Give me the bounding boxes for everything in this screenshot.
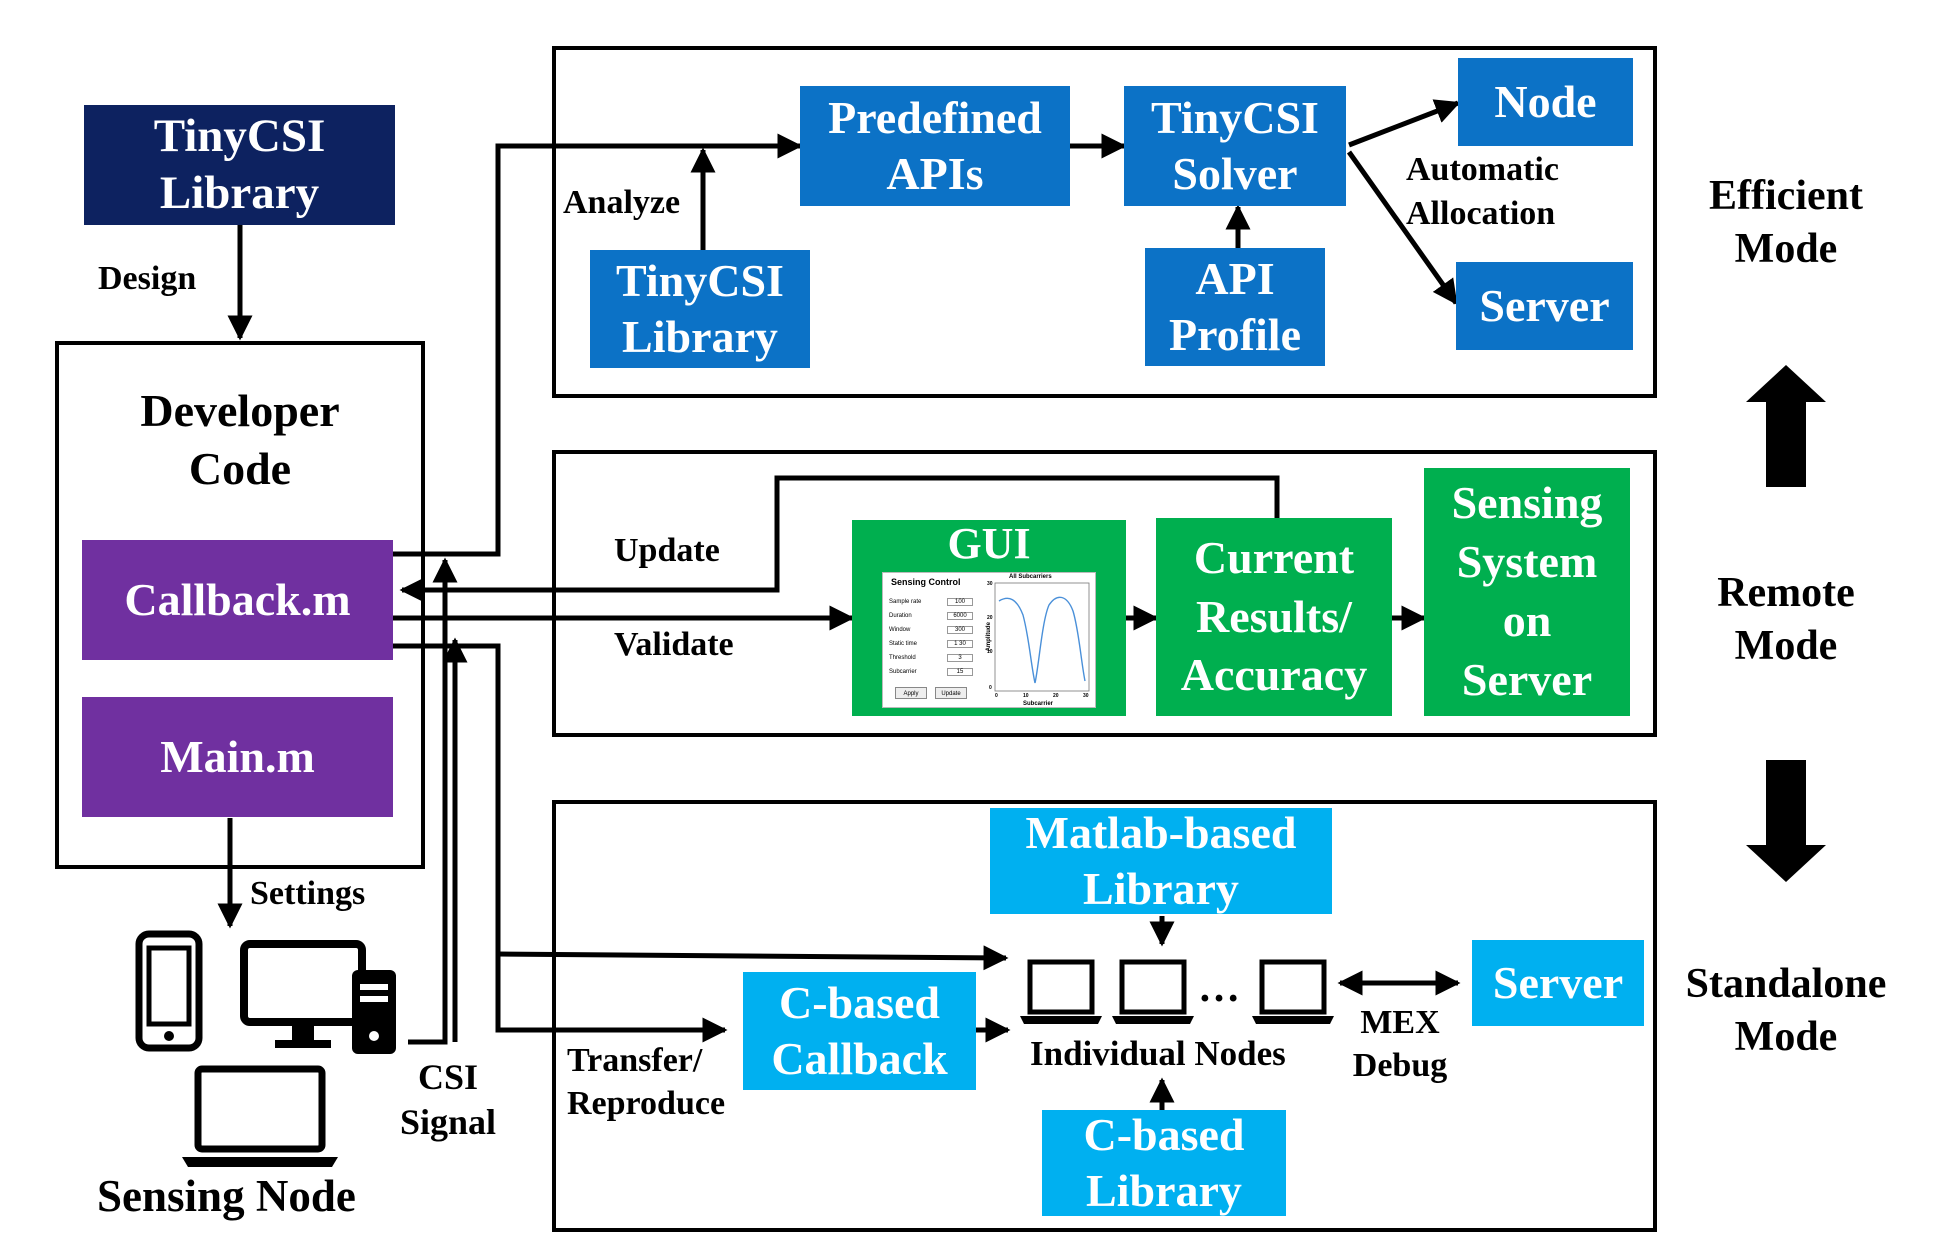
field-value-input[interactable]: 6000 <box>947 612 973 620</box>
transfer-arrow <box>393 643 728 1043</box>
apply-button[interactable]: Apply <box>895 687 927 699</box>
y-tick: 20 <box>987 615 993 621</box>
current-results-box: Current Results/ Accuracy <box>1156 518 1392 716</box>
remote-mode-frame <box>552 450 1657 737</box>
laptop-icon <box>1112 959 1194 1024</box>
c-library-box: C-based Library <box>1042 1109 1286 1216</box>
y-tick: 10 <box>987 649 993 655</box>
sensing-node-label: Sensing Node <box>97 1171 356 1221</box>
c-callback-box: C-based Callback <box>743 972 976 1090</box>
gui-screenshot-panel: Sensing Control Sample rate 100 Duration… <box>882 572 1096 708</box>
field-label: Duration <box>889 613 912 619</box>
sensing-system-box: Sensing System on Server <box>1424 468 1630 716</box>
plot-title: All Subcarriers <box>1009 574 1052 580</box>
remote-mode-label: Remote Mode <box>1717 570 1855 669</box>
field-label: Static time <box>889 641 918 647</box>
standalone-server-box: Server <box>1472 940 1644 1026</box>
csi-signal-arrow-1 <box>408 557 458 1045</box>
main-m-box: Main.m <box>82 697 393 817</box>
x-tick: 10 <box>1023 693 1029 699</box>
laptop-icon <box>1020 959 1102 1024</box>
settings-label: Settings <box>250 875 366 912</box>
solver-to-node-arrow <box>1348 99 1461 148</box>
tinycsi-library-source-box: TinyCSI Library <box>590 250 810 368</box>
update-arrow <box>399 475 1280 603</box>
y-tick: 30 <box>987 581 993 587</box>
field-label: Window <box>889 627 911 633</box>
node-box: Node <box>1458 58 1633 146</box>
server-box: Server <box>1456 262 1633 350</box>
tinycsi-solver-box: TinyCSI Solver <box>1124 86 1346 206</box>
plot-ylabel: Amplitude <box>985 622 992 652</box>
gui-title: GUI <box>947 519 1031 568</box>
tinycsi-library-box: TinyCSI Library <box>84 105 395 225</box>
developer-code-title: Developer Code <box>140 385 340 494</box>
developer-code-frame <box>55 341 425 869</box>
mex-debug-label: MEX Debug <box>1352 1004 1448 1084</box>
gui-fields: Sample rate 100 Duration 6000 Window 300… <box>889 595 973 679</box>
automatic-allocation-label: Automatic Allocation <box>1406 151 1559 233</box>
field-value-input[interactable]: 1 30 <box>947 640 973 648</box>
laptop-icon <box>182 1065 338 1167</box>
field-value-input[interactable]: 100 <box>947 598 973 606</box>
smartphone-icon <box>135 930 203 1052</box>
gui-control-title: Sensing Control <box>891 577 961 587</box>
efficient-mode-label: Efficient Mode <box>1709 173 1863 272</box>
validate-label: Validate <box>614 626 734 663</box>
callback-m-box: Callback.m <box>82 540 393 660</box>
design-label: Design <box>98 260 197 297</box>
subcarrier-plot <box>994 582 1090 692</box>
solver-to-server-arrow <box>1346 150 1459 306</box>
individual-nodes-label: Individual Nodes <box>1030 1034 1286 1073</box>
x-tick: 0 <box>995 693 998 699</box>
field-label: Sample rate <box>889 599 922 605</box>
field-value-select[interactable]: 15 <box>947 668 973 676</box>
field-value-input[interactable]: 300 <box>947 626 973 634</box>
api-profile-box: API Profile <box>1145 248 1325 366</box>
predefined-apis-box: Predefined APIs <box>800 86 1070 206</box>
field-label: Threshold <box>889 655 916 661</box>
efficient-mode-frame <box>552 46 1657 398</box>
arrow-down-icon <box>1746 760 1826 882</box>
standalone-mode-label: Standalone Mode <box>1685 961 1887 1060</box>
arrow-up-icon <box>1746 365 1826 487</box>
analyze-label: Analyze <box>563 184 681 221</box>
field-label: Subcarrier <box>889 669 917 675</box>
callback-to-nodes-arrow <box>497 945 1009 971</box>
y-tick: 0 <box>989 685 992 691</box>
matlab-library-box: Matlab-based Library <box>990 807 1332 914</box>
laptop-icon <box>1252 959 1334 1024</box>
standalone-mode-frame <box>552 800 1657 1232</box>
plot-xlabel: Subcarrier <box>1023 701 1054 707</box>
csi-signal-label: CSI Signal <box>399 1057 497 1142</box>
update-button[interactable]: Update <box>935 687 967 699</box>
x-tick: 30 <box>1083 693 1089 699</box>
desktop-computer-icon <box>240 940 396 1054</box>
update-label: Update <box>614 532 720 569</box>
gui-box: GUI Sensing Control Sample rate 100 Dura… <box>852 519 1126 716</box>
transfer-reproduce-label: Transfer/ Reproduce <box>567 1042 726 1122</box>
field-value-input[interactable]: 3 <box>947 654 973 662</box>
x-tick: 20 <box>1053 693 1059 699</box>
node-ellipsis: … <box>1198 965 1240 1011</box>
callback-to-apis-line <box>393 133 803 557</box>
